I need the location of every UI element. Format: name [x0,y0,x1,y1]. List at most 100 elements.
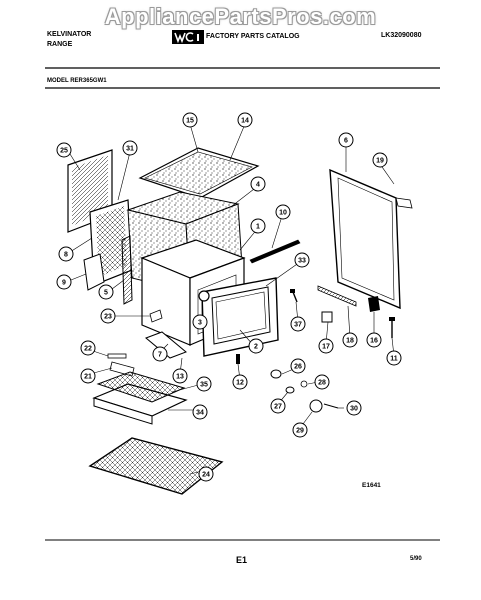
broiler-grid-35 [96,371,186,403]
callout-11: 11 [386,350,402,366]
callout-28: 28 [314,374,330,390]
callout-number: 33 [298,258,306,265]
callout-27: 27 [270,398,286,414]
part-3 [198,290,210,302]
callout-number: 6 [344,138,348,145]
top-panel-15 [138,147,260,199]
side-panel-6 [329,168,413,310]
trim-10 [249,239,301,264]
part-30 [323,403,339,409]
callout-number: 15 [186,118,194,125]
product-type: RANGE [47,41,73,48]
callout-24: 24 [198,466,214,482]
part-26 [270,369,282,379]
callout-number: 10 [279,210,287,217]
callout-13: 13 [172,368,188,384]
callout-number: 7 [158,352,162,359]
callout-16: 16 [366,332,382,348]
callout-number: 12 [236,380,244,387]
callout-4: 4 [250,176,266,192]
callout-number: 25 [60,148,68,155]
callout-3: 3 [192,314,208,330]
callout-number: 19 [376,158,384,165]
callout-number: 13 [176,374,184,381]
side-panel-31 [83,199,133,291]
watermark: AppliancePartsPros.com [104,4,377,29]
callout-number: 5 [104,290,108,297]
callout-number: 24 [202,472,210,479]
callout-18: 18 [342,332,358,348]
callout-17: 17 [318,338,334,354]
callout-37: 37 [290,316,306,332]
callout-21: 21 [80,368,96,384]
callout-1: 1 [250,218,266,234]
catalog-number: LK32090080 [381,32,422,39]
part-28 [300,380,308,388]
callout-number: 21 [84,374,92,381]
callout-number: 9 [62,280,66,287]
callout-22: 22 [80,340,96,356]
callout-19: 19 [372,152,388,168]
callout-labels: 1234567891011121314151617181921222324252… [56,112,402,482]
callout-2: 2 [248,338,264,354]
callout-6: 6 [338,132,354,148]
wci-logo [172,30,204,44]
callout-29: 29 [292,422,308,438]
callout-number: 31 [126,146,134,153]
screw-11 [389,317,395,338]
wrapper-5 [121,235,133,305]
callout-31: 31 [122,140,138,156]
callout-30: 30 [346,400,362,416]
callout-number: 1 [256,224,260,231]
catalog-title: FACTORY PARTS CATALOG [206,33,300,40]
revision-date: 5/90 [410,556,422,562]
brand-name: KELVINATOR [47,31,92,38]
callout-number: 28 [318,380,326,387]
callout-14: 14 [237,112,253,128]
part-27 [285,386,295,394]
clip-17 [321,311,333,323]
callout-34: 34 [192,404,208,420]
callout-number: 17 [322,344,330,351]
oven-rack-24 [88,437,224,495]
callout-number: 18 [346,338,354,345]
callout-number: 4 [256,182,260,189]
screw-37 [290,289,298,303]
figure-code: E1641 [362,482,381,489]
callout-number: 37 [294,322,302,329]
callout-8: 8 [58,246,74,262]
front-frame-33 [201,277,279,357]
bracket-16 [368,296,380,312]
callout-number: 8 [64,252,68,259]
callout-number: 14 [241,118,249,125]
callout-number: 29 [296,428,304,435]
callout-number: 26 [294,364,302,371]
callout-23: 23 [100,308,116,324]
callout-number: 35 [200,382,208,389]
callout-number: 3 [198,320,202,327]
callout-10: 10 [275,204,291,220]
callout-number: 2 [254,344,258,351]
part-29 [309,399,323,413]
callout-number: 16 [370,338,378,345]
page-number: E1 [236,555,248,565]
rail-18 [317,285,357,307]
part-22 [107,353,127,359]
callout-12: 12 [232,374,248,390]
callout-33: 33 [294,252,310,268]
callout-number: 22 [84,346,92,353]
callout-number: 23 [104,314,112,321]
callout-5: 5 [98,284,114,300]
callout-26: 26 [290,358,306,374]
callout-35: 35 [196,376,212,392]
callout-9: 9 [56,274,72,290]
callout-7: 7 [152,346,168,362]
model-label: MODEL RER365GW1 [47,78,107,84]
callout-15: 15 [182,112,198,128]
part-12 [236,354,240,364]
callout-number: 27 [274,404,282,411]
callout-number: 34 [196,410,204,417]
bracket-23 [149,309,163,323]
